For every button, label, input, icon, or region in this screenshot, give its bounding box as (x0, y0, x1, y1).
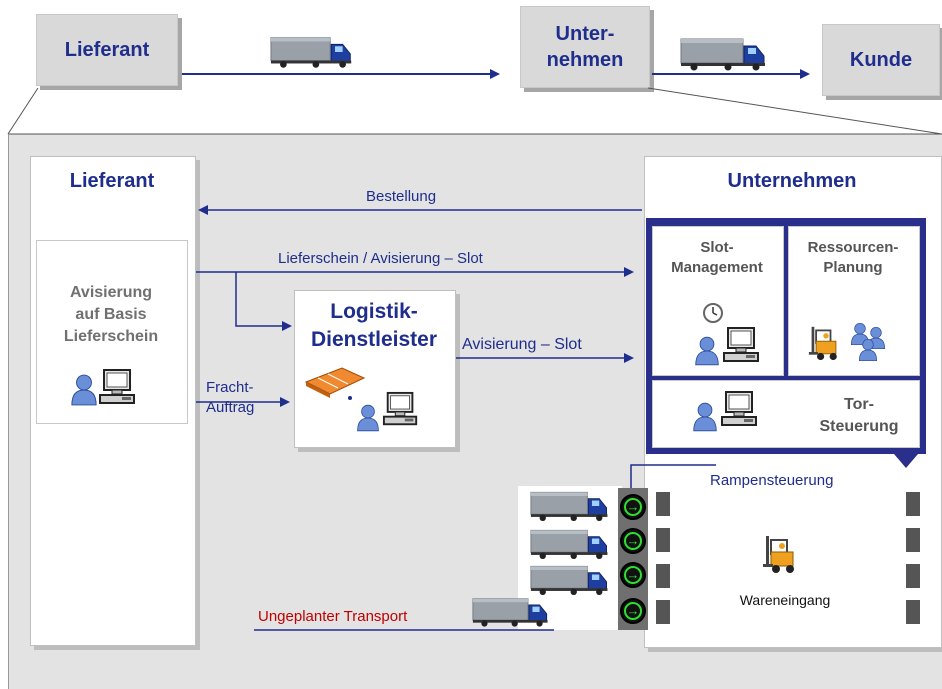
supplier-title: Lieferant (69, 170, 155, 192)
gate-control-panel (652, 380, 920, 448)
top-company-label: Unter- nehmen (546, 23, 624, 71)
logistics-provider-title: Logistik- Dienstleister (310, 300, 438, 351)
ramp-bracket (630, 464, 716, 490)
unplanned-transport-label: Ungeplanter Transport (258, 608, 408, 625)
dock-door-left-3 (656, 564, 670, 588)
dock-door-right-2 (906, 528, 920, 552)
unplanned-truck (472, 596, 552, 628)
resource-planning-label: Ressourcen- Planung (807, 239, 899, 276)
resource-planning-panel (788, 226, 920, 376)
top-customer-label: Kunde (849, 49, 913, 71)
delivery-note-flow-label: Lieferschein / Avisierung – Slot (278, 250, 483, 267)
dock-door-left-1 (656, 492, 670, 516)
top-supplier-label: Lieferant (64, 39, 150, 61)
order-flow-label: Bestellung (366, 188, 437, 205)
signal-light-1: → (620, 494, 646, 520)
goods-receipt-label: Wareneingang (739, 592, 831, 608)
signal-light-3: → (620, 562, 646, 588)
conveyor-icon (304, 367, 366, 400)
dock-door-left-2 (656, 528, 670, 552)
top-arrow-2 (652, 69, 810, 79)
top-company-box: Unter- nehmen (520, 6, 650, 88)
slot-management-panel (652, 226, 784, 376)
slot-management-label: Slot- Management (671, 239, 763, 276)
supplier-advice-text: Avisierung auf Basis Lieferschein (63, 284, 159, 345)
clock-icon (703, 303, 723, 323)
dock-door-right-3 (906, 564, 920, 588)
gate-control-label: Tor- Steuerung (819, 396, 899, 435)
company-title: Unternehmen (727, 170, 857, 192)
dock-door-left-4 (656, 600, 670, 624)
top-customer-box: Kunde (822, 24, 940, 96)
dock-door-right-1 (906, 492, 920, 516)
ramp-control-label: Rampensteuerung (710, 472, 834, 489)
top-arrow-1 (182, 69, 500, 79)
signal-light-2: → (620, 528, 646, 554)
freight-order-flow-label: Fracht- Auftrag (206, 379, 255, 416)
advice-slot-flow-label: Avisierung – Slot (462, 336, 582, 353)
top-supplier-box: Lieferant (36, 14, 178, 86)
signal-light-4: → (620, 598, 646, 624)
dock-door-right-4 (906, 600, 920, 624)
